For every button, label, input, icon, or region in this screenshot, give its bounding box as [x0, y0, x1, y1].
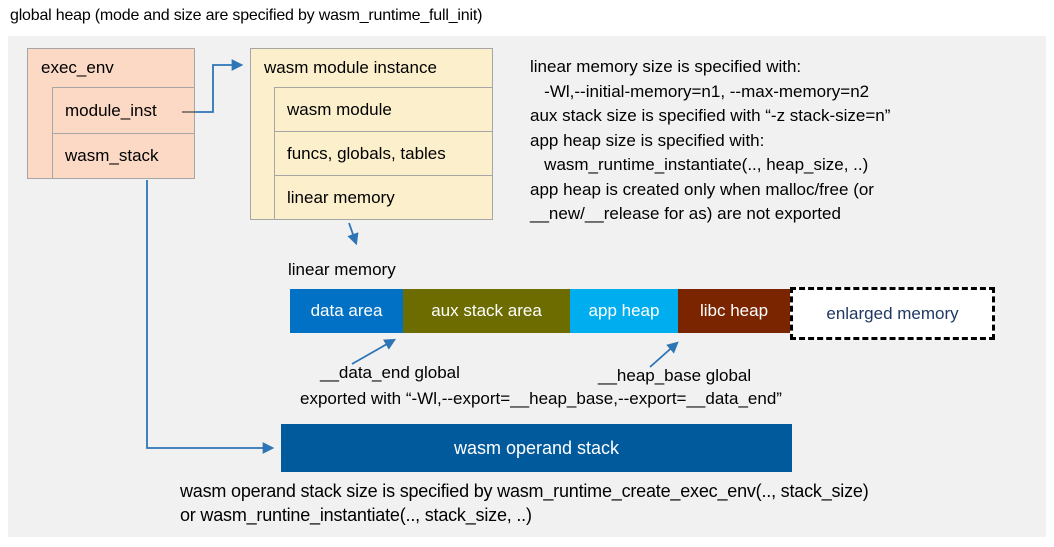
- note-line: wasm operand stack size is specified by …: [180, 481, 869, 501]
- memory-size-notes: linear memory size is specified with: -W…: [530, 55, 1035, 227]
- segment-app-heap: app heap: [570, 289, 678, 333]
- wasm-operand-stack-bar: wasm operand stack: [281, 424, 792, 472]
- wasm-stack-label: wasm_stack: [65, 146, 159, 165]
- segment-data-area: data area: [290, 289, 403, 333]
- note-line: aux stack size is specified with “-z sta…: [530, 106, 891, 125]
- module-instance-row-linear-memory: linear memory: [274, 175, 493, 220]
- funcs-globals-tables-label: funcs, globals, tables: [287, 143, 446, 163]
- note-line: -Wl,--initial-memory=n1, --max-memory=n2: [530, 81, 870, 101]
- operand-stack-notes: wasm operand stack size is specified by …: [180, 479, 869, 527]
- note-line: app heap is created only when malloc/fre…: [530, 179, 874, 199]
- exec-env-row-wasm-stack: wasm_stack: [52, 133, 195, 179]
- data-end-global-label: __data_end global: [320, 363, 460, 382]
- module-instance-row-funcs-globals-tables: funcs, globals, tables: [274, 131, 493, 176]
- module-inst-label: module_inst: [65, 100, 157, 120]
- page-title: global heap (mode and size are specified…: [10, 7, 483, 24]
- note-line: wasm_runtime_instantiate(.., heap_size, …: [530, 155, 869, 174]
- exec-env-title: exec_env: [41, 58, 114, 77]
- heap-base-global-label: __heap_base global: [598, 366, 752, 385]
- exec-env-row-module-inst: module_inst: [52, 87, 195, 134]
- linear-memory-row-label: linear memory: [287, 187, 395, 207]
- exported-with-label: exported with “-Wl,--export=__heap_base,…: [300, 389, 782, 408]
- note-line: __new/__release for as) are not exported: [530, 204, 841, 223]
- note-line: or wasm_runtine_instantiate(.., stack_si…: [180, 505, 532, 525]
- segment-libc-heap: libc heap: [678, 289, 790, 333]
- wasm-module-label: wasm module: [287, 99, 392, 119]
- wasm-module-instance-title: wasm module instance: [264, 58, 437, 77]
- note-line: linear memory size is specified with:: [530, 57, 802, 76]
- linear-memory-bar: data area aux stack area app heap libc h…: [290, 287, 995, 340]
- module-instance-row-wasm-module: wasm module: [274, 87, 493, 132]
- linear-memory-label: linear memory: [288, 260, 396, 279]
- note-line: app heap size is specified with:: [530, 130, 765, 150]
- segment-aux-stack-area: aux stack area: [403, 289, 570, 333]
- segment-enlarged-memory: enlarged memory: [790, 287, 995, 340]
- wasm-operand-stack-label: wasm operand stack: [453, 437, 620, 458]
